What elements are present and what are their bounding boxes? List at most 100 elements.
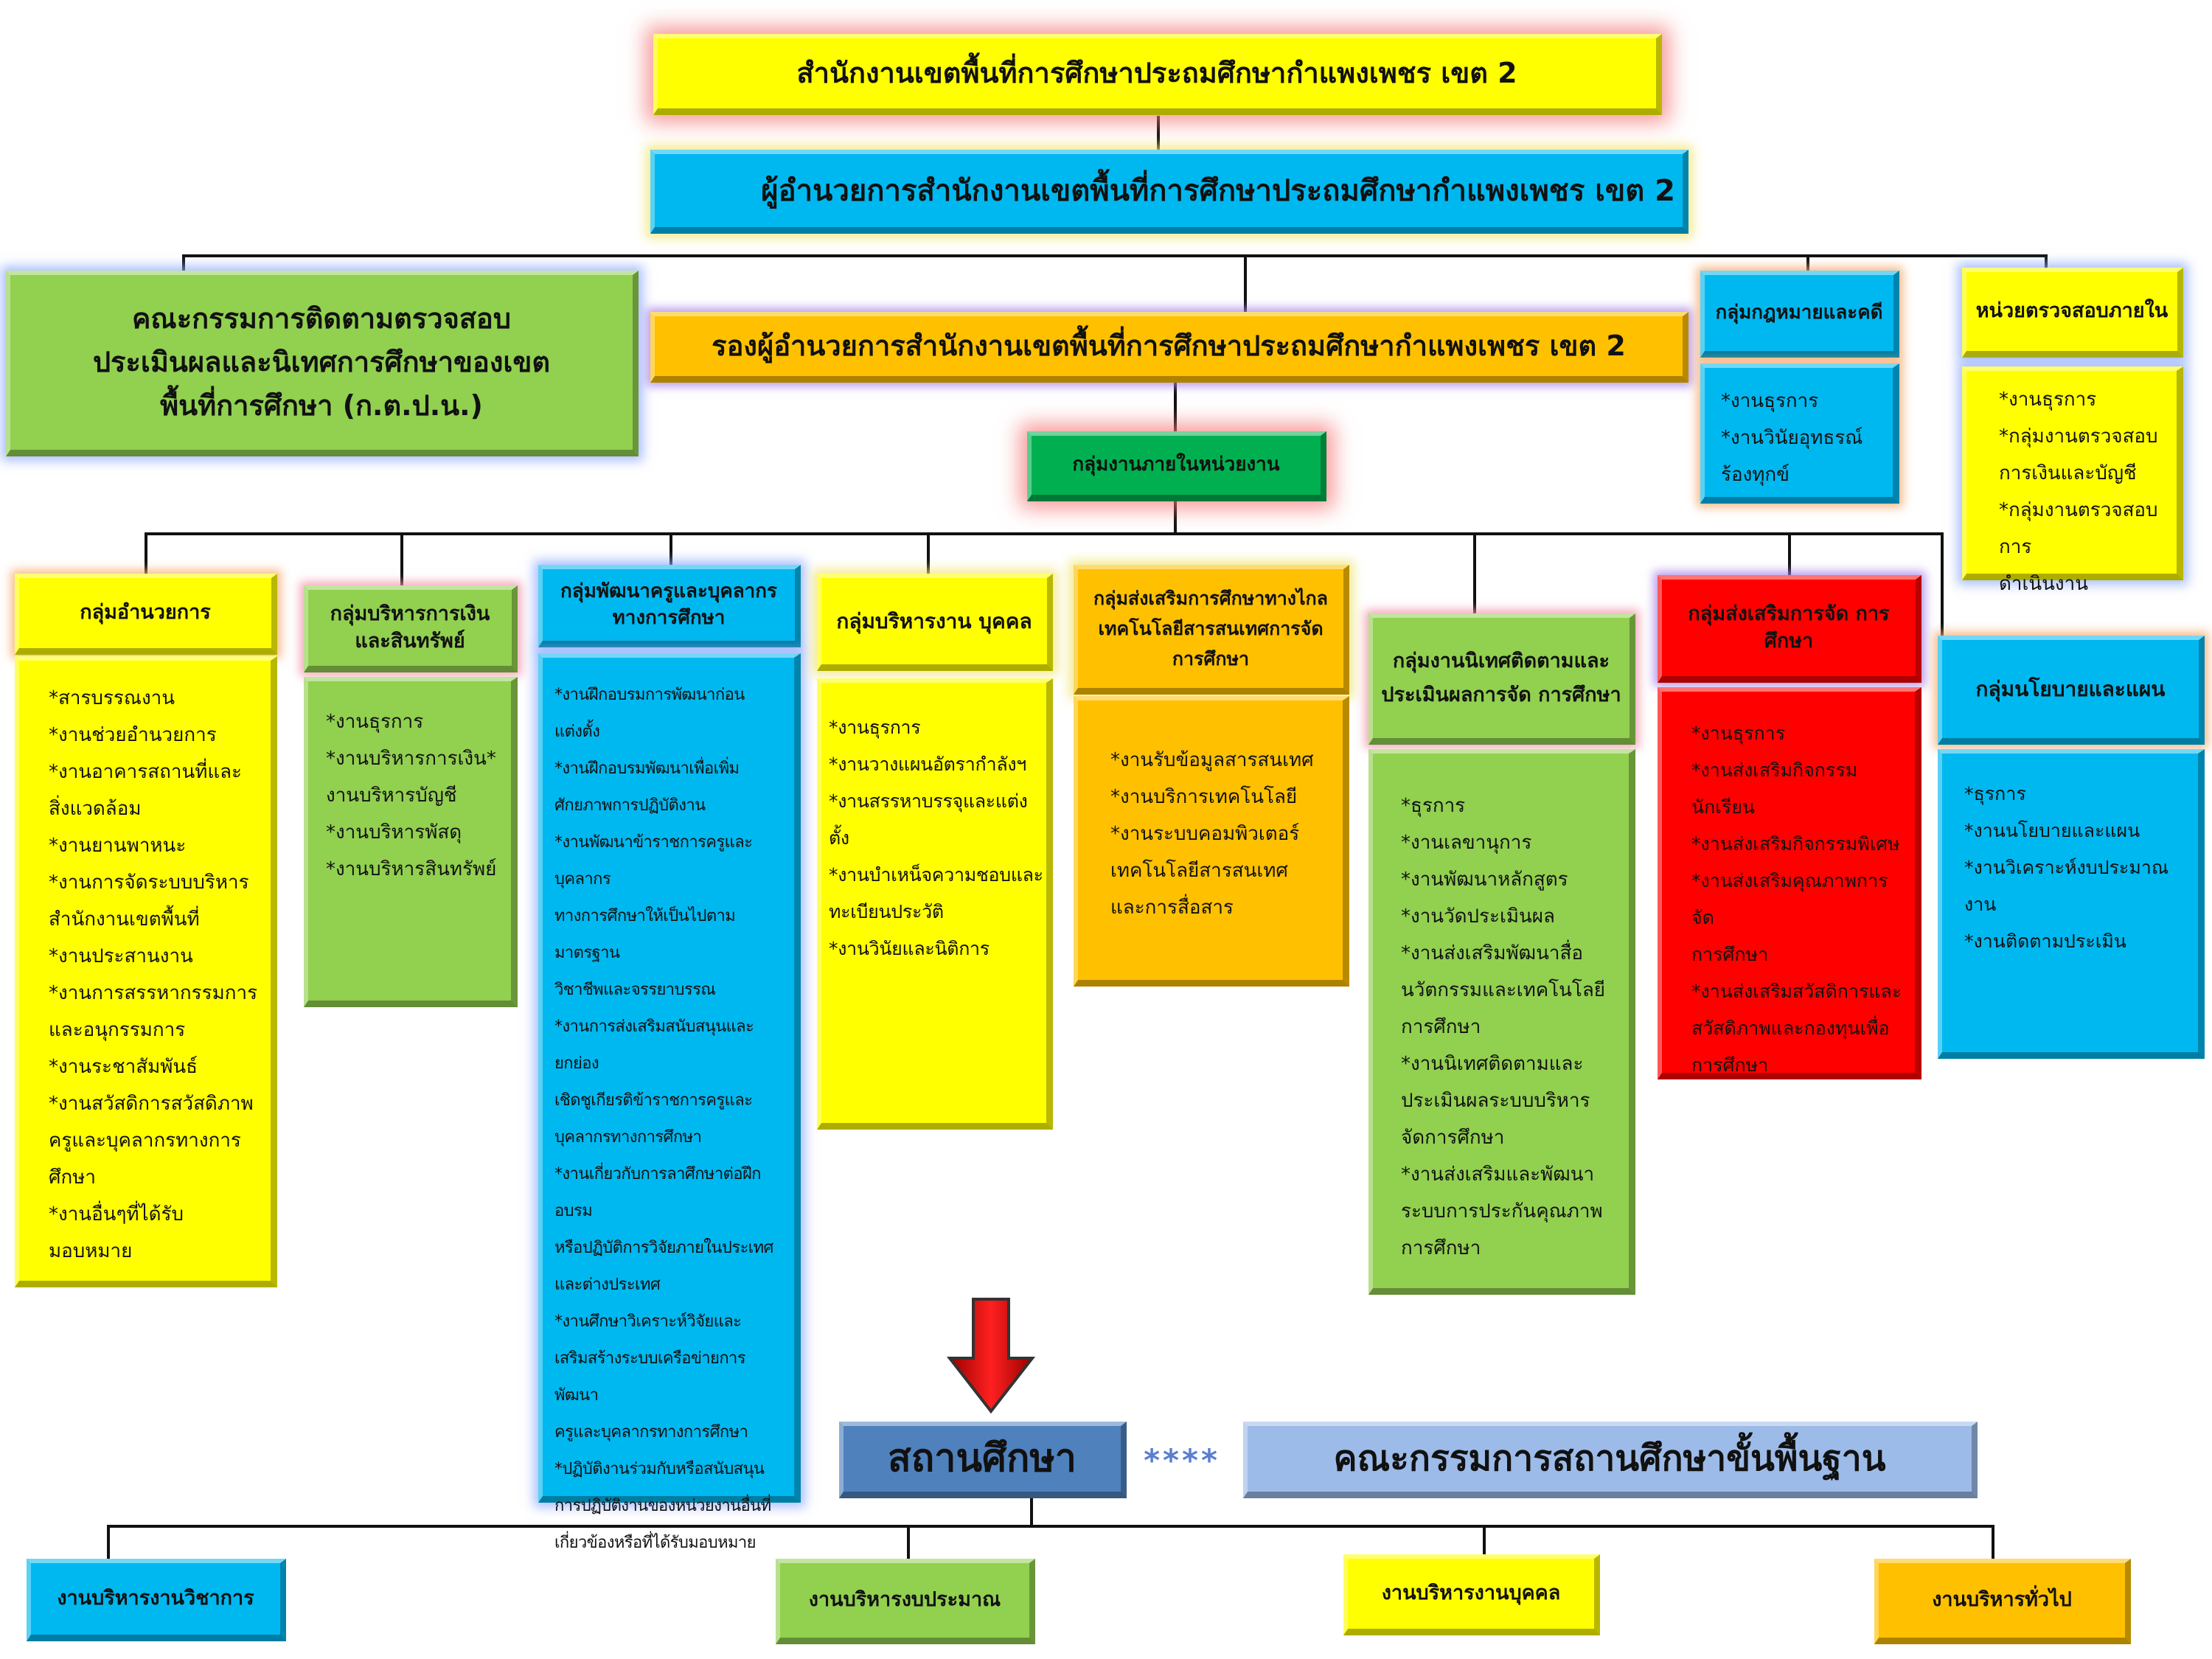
- unit-title: งานบริหารทั่วไป: [1932, 1588, 2072, 1612]
- list-item: *งานบำเหน็จความชอบและ: [829, 864, 1043, 886]
- list-item: ประเมินผลระบบบริหาร: [1401, 1090, 1590, 1112]
- connector: [2045, 254, 2048, 271]
- list-item: *งานวางแผนอัตรากำลังฯ: [829, 754, 1027, 775]
- list-item: *ธุรการ: [1964, 783, 2026, 804]
- list-item: งานบริหารบัญชี: [326, 785, 457, 807]
- connector: [927, 532, 930, 574]
- group-promotion-header: กลุ่มส่งเสริมการจัด การศึกษา: [1658, 575, 1921, 683]
- connector: [1174, 500, 1177, 535]
- school-board-box: คณะกรรมการสถานศึกษาขั้นพื้นฐาน: [1243, 1422, 1978, 1498]
- list-item: การศึกษา: [1401, 1016, 1481, 1038]
- list-item: การศึกษา: [1691, 944, 1769, 965]
- list-item: จัดการศึกษา: [1401, 1127, 1505, 1149]
- group-finance-list: *งานธุรการ *งานบริหารการเงิน* งานบริหารบ…: [304, 677, 518, 1007]
- list-item: หรือปฏิบัติการวิจัยภายในประเทศ: [554, 1239, 773, 1257]
- group-admin-list: *สารบรรณงาน *งานช่วยอำนวยการ *งานอาคารสถ…: [15, 656, 277, 1287]
- list-item: *งานส่งเสริมพัฒนาสื่อ: [1401, 942, 1583, 964]
- separator-stars: ****: [1144, 1442, 1220, 1478]
- list-item: *งานศึกษาวิเคราะห์วิจัยและ: [554, 1312, 742, 1331]
- school-title: สถานศึกษา: [888, 1436, 1077, 1481]
- list-item: การปฏิบัติงานของหน่วยงานอื่นที่: [554, 1497, 771, 1515]
- group-teacher-dev-list: *งานฝึกอบรมการพัฒนาก่อน แต่งตั้ง *งานฝึก…: [538, 653, 801, 1552]
- group-title: กลุ่มส่งเสริมการจัด การศึกษา: [1688, 602, 1890, 653]
- list-item: และการสื่อสาร: [1110, 897, 1234, 919]
- group-title: กลุ่มบริหารงาน บุคคล: [836, 608, 1032, 633]
- group-policy-list: *ธุรการ *งานนโยบายและแผน *งานวิเคราะห์งบ…: [1938, 749, 2205, 1059]
- director-box: ผู้อำนวยการสำนักงานเขตพื้นที่การศึกษาประ…: [650, 150, 1688, 234]
- connector: [1992, 1525, 1994, 1560]
- list-item: *งานส่งเสริมสวัสดิการและ: [1691, 981, 1902, 1002]
- connector: [107, 1525, 1994, 1528]
- list-item: *งานการส่งเสริมสนับสนุนและยกย่อง: [554, 1018, 754, 1073]
- group-personnel-list: *งานธุรการ *งานวางแผนอัตรากำลังฯ *งานสรร…: [817, 678, 1053, 1130]
- connector: [1806, 254, 1809, 271]
- connector: [145, 532, 1944, 535]
- list-item: *งานการจัดระบบบริหาร: [49, 872, 249, 894]
- office-title: สำนักงานเขตพื้นที่การศึกษาประถมศึกษากำแพ…: [796, 56, 1517, 89]
- unit-title: งานบริหารงบประมาณ: [808, 1588, 1001, 1612]
- list-item: เสริมสร้างระบบเครือข่ายการพัฒนา: [554, 1349, 746, 1405]
- list-item: สำนักงานเขตพื้นที่: [49, 908, 200, 931]
- list-item: เกี่ยวข้องหรือที่ได้รับมอบหมาย: [554, 1534, 757, 1552]
- list-item: ศึกษา: [49, 1166, 96, 1189]
- list-item: *งานเกี่ยวกับการลาศึกษาต่อฝึกอบรม: [554, 1165, 761, 1220]
- list-item: ศักยภาพการปฏิบัติงาน: [554, 796, 706, 815]
- unit-academic-box: งานบริหารงานวิชาการ: [27, 1559, 286, 1641]
- list-item: *งานฝึกอบรมการพัฒนาก่อน: [554, 686, 745, 704]
- list-item: *งานติดตามประเมิน: [1964, 931, 2126, 952]
- office-title-box: สำนักงานเขตพื้นที่การศึกษาประถมศึกษากำแพ…: [653, 34, 1662, 115]
- list-item: *งานการสรรหากรรมการ: [49, 982, 258, 1004]
- group-title: กลุ่มพัฒนาครูและบุคลากร ทางการศึกษา: [560, 580, 777, 629]
- committee-line-3: พื้นที่การศึกษา (ก.ต.ป.น.): [160, 389, 483, 422]
- list-item: *งานธุรการ: [1999, 389, 2097, 411]
- list-item: *งานฝึกอบรมพัฒนาเพื่อเพิ่ม: [554, 759, 740, 778]
- list-item: *ธุรการ: [1401, 795, 1466, 817]
- list-item: *งานเลขานุการ: [1401, 832, 1532, 854]
- deputy-box: รองผู้อำนวยการสำนักงานเขตพื้นที่การศึกษา…: [650, 312, 1688, 383]
- committee-line-1: คณะกรรมการติดตามตรวจสอบ: [132, 302, 511, 335]
- list-item: *งานนโยบายและแผน: [1964, 820, 2140, 841]
- list-item: *งานบริหารสินทรัพย์: [326, 858, 497, 880]
- connector: [1174, 381, 1177, 431]
- list-item: *งานระชาสัมพันธ์: [49, 1056, 198, 1078]
- unit-general-box: งานบริหารทั่วไป: [1874, 1559, 2131, 1644]
- group-promotion-list: *งานธุรการ *งานส่งเสริมกิจกรรม นักเรียน …: [1658, 687, 1921, 1079]
- group-finance-header: กลุ่มบริหารการเงิน และสินทรัพย์: [304, 585, 518, 672]
- legal-group-list: *งานธุรการ *งานวินัยอุทธรณ์ ร้องทุกข์: [1700, 364, 1899, 504]
- down-arrow-icon: [947, 1298, 1035, 1414]
- list-item: สิ่งแวดล้อม: [49, 798, 142, 820]
- group-title: กลุ่มบริหารการเงิน และสินทรัพย์: [330, 602, 490, 653]
- list-item: และต่างประเทศ: [554, 1276, 661, 1294]
- list-item: *งานส่งเสริมและพัฒนา: [1401, 1164, 1595, 1186]
- list-item: *งานส่งเสริมกิจกรรม: [1691, 759, 1858, 781]
- school-board-title: คณะกรรมการสถานศึกษาขั้นพื้นฐาน: [1333, 1438, 1886, 1480]
- list-item: *งานนิเทศติดตามและ: [1401, 1053, 1584, 1075]
- group-supervision-list: *ธุรการ *งานเลขานุการ *งานพัฒนาหลักสูตร …: [1368, 749, 1635, 1295]
- list-item: *กลุ่มงานตรวจสอบ: [1999, 425, 2158, 448]
- list-item: การศึกษา: [1401, 1237, 1481, 1259]
- connector: [1473, 532, 1476, 613]
- unit-budget-box: งานบริหารงบประมาณ: [776, 1559, 1035, 1644]
- list-item: *งานส่งเสริมกิจกรรมพิเศษ: [1691, 833, 1900, 855]
- group-title: กลุ่มงานนิเทศติดตามและ ประเมินผลการจัด ก…: [1381, 649, 1621, 706]
- list-item: *สารบรรณงาน: [49, 687, 175, 709]
- list-item: ทางการศึกษาให้เป็นไปตามมาตรฐาน: [554, 907, 736, 962]
- list-item: นักเรียน: [1691, 796, 1755, 818]
- list-item: สวัสดิภาพและกองทุนเพื่อ: [1691, 1018, 1890, 1039]
- list-item: *กลุ่มงานตรวจสอบการ: [1999, 499, 2158, 558]
- connector: [182, 254, 185, 271]
- group-teacher-dev-header: กลุ่มพัฒนาครูและบุคลากร ทางการศึกษา: [538, 565, 801, 647]
- legal-group-title: กลุ่มกฎหมายและคดี: [1715, 301, 1883, 324]
- list-item: *งานธุรการ: [1691, 723, 1786, 744]
- list-item: เชิดชูเกียรติข้าราชการครูและ: [554, 1091, 753, 1110]
- list-item: *งานพัฒนาหลักสูตร: [1401, 869, 1568, 891]
- list-item: *งานธุรการ: [829, 717, 921, 738]
- connector: [1244, 254, 1247, 312]
- list-item: *งานธุรการ: [326, 711, 424, 733]
- unit-title: งานบริหารงานวิชาการ: [57, 1587, 254, 1610]
- audit-unit-list: *งานธุรการ *กลุ่มงานตรวจสอบ การเงินและบั…: [1962, 366, 2183, 595]
- list-item: *งานวัดประเมินผล: [1401, 905, 1555, 928]
- group-admin-header: กลุ่มอำนวยการ: [15, 574, 277, 655]
- list-item: ร้องทุกข์: [1721, 464, 1790, 486]
- unit-personnel-box: งานบริหารงานบุคคล: [1343, 1554, 1600, 1635]
